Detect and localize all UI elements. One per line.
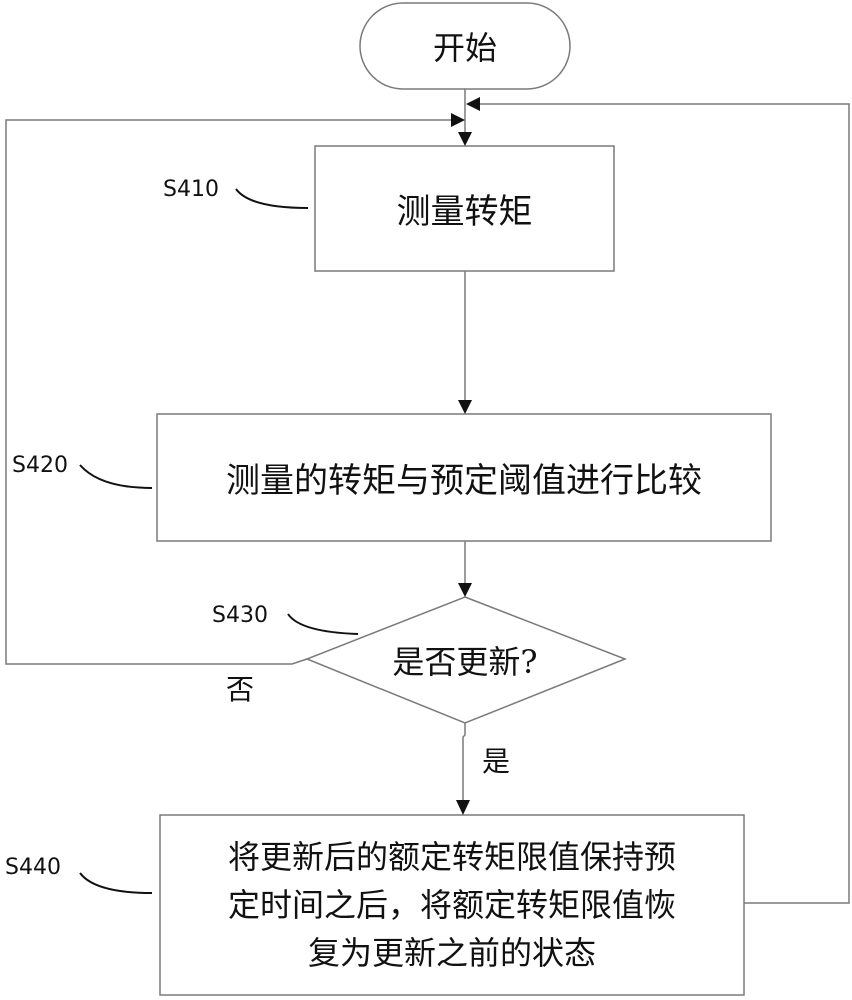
start-label: 开始 xyxy=(432,29,497,67)
arrowhead-down-s440 xyxy=(456,800,470,815)
step-s440-line-3: 复为更新之前的状态 xyxy=(307,934,596,972)
step-s410-text: 测量转矩 xyxy=(396,192,533,232)
step-s440-box xyxy=(159,814,745,996)
branch-yes-label: 是 xyxy=(482,745,511,778)
step-s440-label: S440 xyxy=(5,855,61,880)
step-s420-label: S420 xyxy=(12,453,68,478)
step-s440-line-2: 定时间之后，将额定转矩限值恢 xyxy=(227,886,676,924)
arrowhead-right-no-loop xyxy=(451,113,465,127)
decision-s430-label: S430 xyxy=(212,603,268,628)
edge-s430-yes-to-s440 xyxy=(462,723,466,805)
branch-no-label: 否 xyxy=(226,673,255,706)
arrowhead-down-s430 xyxy=(458,583,472,597)
arrowheads xyxy=(451,97,480,815)
arrowhead-left-return-loop xyxy=(466,97,480,111)
step-s420-box xyxy=(156,413,772,542)
step-s410-label: S410 xyxy=(163,177,219,202)
label-leaders xyxy=(79,188,359,894)
edge-s440-return-loop xyxy=(476,103,850,904)
step-s440-text: 将更新后的额定转矩限值保持预 定时间之后，将额定转矩限值恢 复为更新之前的状态 xyxy=(160,815,744,995)
arrowhead-down-s420 xyxy=(458,400,472,414)
leader-s420 xyxy=(79,464,153,489)
edge-s430-no-loop xyxy=(5,119,455,665)
leader-s410 xyxy=(235,188,309,209)
step-s410-box xyxy=(314,145,615,272)
arrowhead-down-s410 xyxy=(458,132,472,146)
decision-s430-text: 是否更新? xyxy=(392,643,538,681)
step-s420-text: 测量的转矩与预定阈值进行比较 xyxy=(226,461,702,501)
connector-lines xyxy=(5,89,850,904)
step-s440-line-1: 将更新后的额定转矩限值保持预 xyxy=(227,838,676,876)
leader-s430 xyxy=(287,613,359,635)
leader-s440 xyxy=(79,872,153,894)
